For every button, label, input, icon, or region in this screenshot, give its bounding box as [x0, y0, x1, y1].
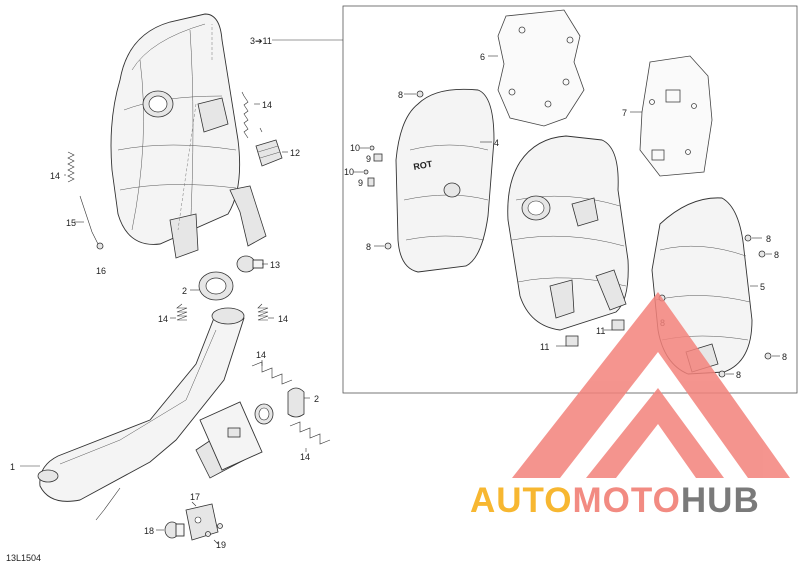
- callout-6: 6: [480, 52, 485, 62]
- rod-15: [79, 195, 99, 245]
- callout-7: 7: [622, 108, 627, 118]
- clip-11-left: [565, 335, 579, 347]
- callout-18: 18: [144, 526, 154, 536]
- screw-10-top: [369, 145, 375, 151]
- watermark-auto: AUTO: [470, 481, 573, 520]
- callout-2-upper: 2: [182, 286, 187, 296]
- callout-4: 4: [494, 138, 499, 148]
- spring-14-low-bottom: [289, 421, 331, 445]
- nut-8-r2: [758, 250, 766, 258]
- callout-8-top: 8: [398, 90, 403, 100]
- watermark-hub: HUB: [681, 481, 760, 520]
- watermark-logo: [512, 292, 790, 478]
- clip-9-bottom: [367, 177, 375, 187]
- callout-9-bottom: 9: [358, 178, 363, 188]
- nut-8-r5: [718, 370, 726, 378]
- grommet-13: [236, 255, 264, 273]
- callout-2-lower: 2: [314, 394, 319, 404]
- callout-9-top: 9: [366, 154, 371, 164]
- bracket-17: [185, 503, 219, 541]
- heat-shield-4: ROT: [395, 88, 495, 273]
- callout-14-left: 14: [50, 171, 60, 181]
- muffler-body-inset: [507, 135, 629, 331]
- callout-16: 16: [96, 266, 106, 276]
- diagram-code: 13L1504: [6, 553, 41, 563]
- callout-14-top: 14: [262, 100, 272, 110]
- callout-13: 13: [270, 260, 280, 270]
- callout-14-low-bottom: 14: [300, 452, 310, 462]
- callout-8-left: 8: [366, 242, 371, 252]
- callout-12: 12: [290, 148, 300, 158]
- callout-19: 19: [216, 540, 226, 550]
- spring-14-left: [67, 151, 75, 183]
- callout-15: 15: [66, 218, 76, 228]
- bolt-19: [205, 531, 211, 537]
- callout-3-11: 3➔11: [250, 36, 272, 46]
- callout-8-r4: 8: [782, 352, 787, 362]
- nut-16: [96, 242, 104, 250]
- insulation-pad-7: [639, 55, 713, 177]
- nut-8-left: [384, 242, 392, 250]
- callout-14-mid-left: 14: [158, 314, 168, 324]
- nut-8-r4: [764, 352, 772, 360]
- damper-18: [164, 521, 185, 539]
- nut-8-r1: [744, 234, 752, 242]
- nut-8-top: [416, 90, 424, 98]
- watermark-moto: MOTO: [573, 481, 681, 520]
- callout-8-r1: 8: [766, 234, 771, 244]
- heat-shield-text: ROT: [413, 159, 434, 172]
- callout-17: 17: [190, 492, 200, 502]
- callout-8-r2: 8: [774, 250, 779, 260]
- callout-8-r5: 8: [736, 370, 741, 380]
- insulation-pad-6: [497, 9, 585, 127]
- spring-14-mid-right: [257, 303, 269, 321]
- callout-10-top: 10: [350, 143, 360, 153]
- gasket-ring-2: [198, 271, 234, 301]
- callout-14-low-top: 14: [256, 350, 266, 360]
- muffler-assembly: [110, 13, 267, 259]
- screw-10-bottom: [363, 169, 369, 175]
- callout-11-right: 11: [596, 326, 605, 336]
- callout-10-bottom: 10: [344, 167, 354, 177]
- exhaust-pipe-1: [37, 307, 274, 521]
- spring-14-mid-left: [176, 303, 188, 321]
- inset-frame: [342, 5, 798, 394]
- callout-14-mid-right: 14: [278, 314, 288, 324]
- watermark-text: AUTOMOTOHUB: [470, 481, 760, 520]
- gasket-2-lower: [287, 387, 305, 418]
- spring-14-low-top: [251, 361, 293, 385]
- callout-5: 5: [760, 282, 765, 292]
- callout-11-left: 11: [540, 342, 549, 352]
- spring-14-top: [241, 91, 263, 139]
- callout-1: 1: [10, 462, 15, 472]
- clip-11-right: [611, 319, 625, 331]
- clamp-12: [255, 139, 283, 167]
- clip-9-top: [373, 153, 383, 162]
